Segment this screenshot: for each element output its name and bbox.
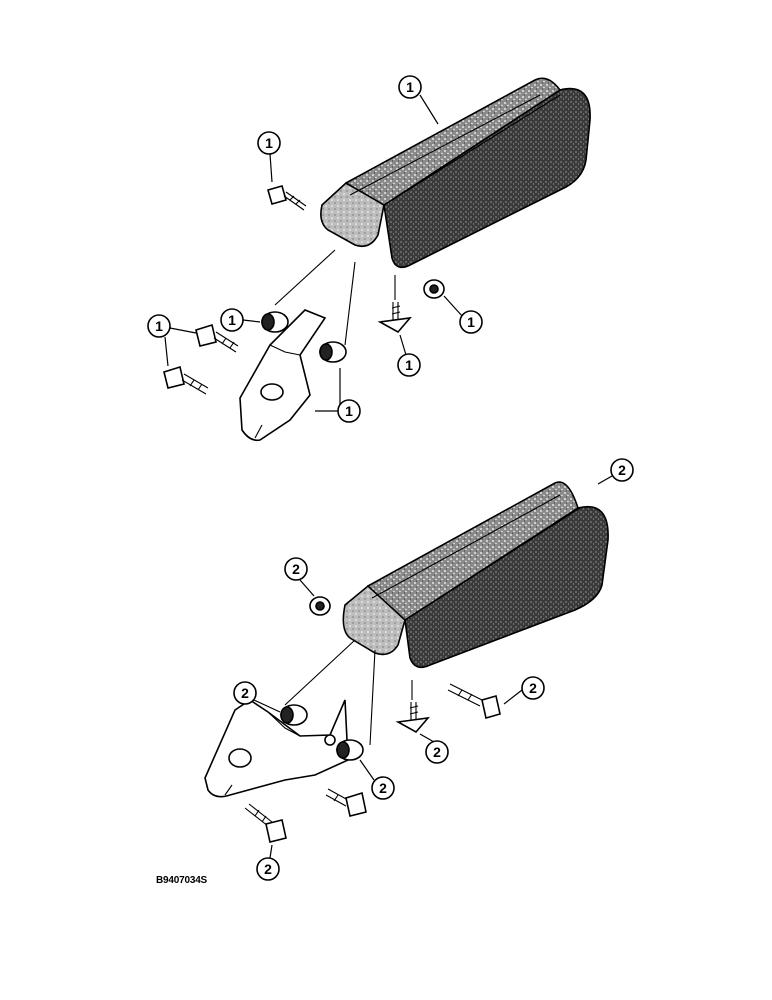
callout-2-screw: 2 [419,733,449,764]
spacer-1b [319,341,347,363]
svg-text:1: 1 [345,403,353,419]
spacer-2a [280,704,308,726]
bolt-2a [447,683,501,720]
flat-head-screw-2 [395,702,430,734]
bolt-2c [244,803,287,843]
bolt-1c [163,365,209,395]
bolt-2b [325,788,367,817]
callout-2-bolt-right: 2 [503,676,545,705]
spacer-2b [336,739,364,761]
drawing-id: B9407034S [156,875,208,886]
mounting-bracket-2 [204,699,349,798]
callout-2-spacer-b: 2 [359,759,395,800]
callout-1-bracket: 1 [315,368,361,423]
svg-text:2: 2 [433,744,441,760]
assembly-1: 1 1 1 1 1 1 [147,75,591,442]
svg-text:2: 2 [292,561,300,577]
callout-1-bolt-top: 1 [257,131,281,183]
svg-text:1: 1 [265,135,273,151]
callout-2-spacer: 2 [233,681,281,713]
svg-text:1: 1 [467,314,475,330]
svg-text:1: 1 [228,312,236,328]
callout-1-bolts-left: 1 [147,314,197,367]
mounting-bracket-1 [239,309,327,442]
spacer-1a [261,311,289,333]
nut-2 [309,596,331,616]
nut-1 [423,279,445,299]
callout-2-nut: 2 [284,557,315,597]
svg-text:2: 2 [379,780,387,796]
svg-text:2: 2 [529,680,537,696]
svg-text:1: 1 [406,79,414,95]
svg-text:2: 2 [264,861,272,877]
svg-text:2: 2 [618,462,626,478]
svg-text:1: 1 [155,318,163,334]
callout-2-bolt-bottom: 2 [256,844,280,881]
flat-head-screw-1 [377,302,412,334]
callout-2-pad: 2 [597,458,634,485]
svg-text:1: 1 [405,357,413,373]
callout-1-pad: 1 [398,75,439,125]
svg-text:2: 2 [241,685,249,701]
callout-1-screw: 1 [397,334,421,377]
assembly-2: 2 2 2 2 2 2 2 [204,458,634,881]
bolt-1a [267,185,307,211]
callout-1-nut: 1 [443,295,483,334]
armrest-pad-2 [342,481,609,669]
bolt-1b [195,323,239,353]
callout-1-spacer: 1 [220,308,261,332]
armrest-pad-1 [320,77,591,269]
